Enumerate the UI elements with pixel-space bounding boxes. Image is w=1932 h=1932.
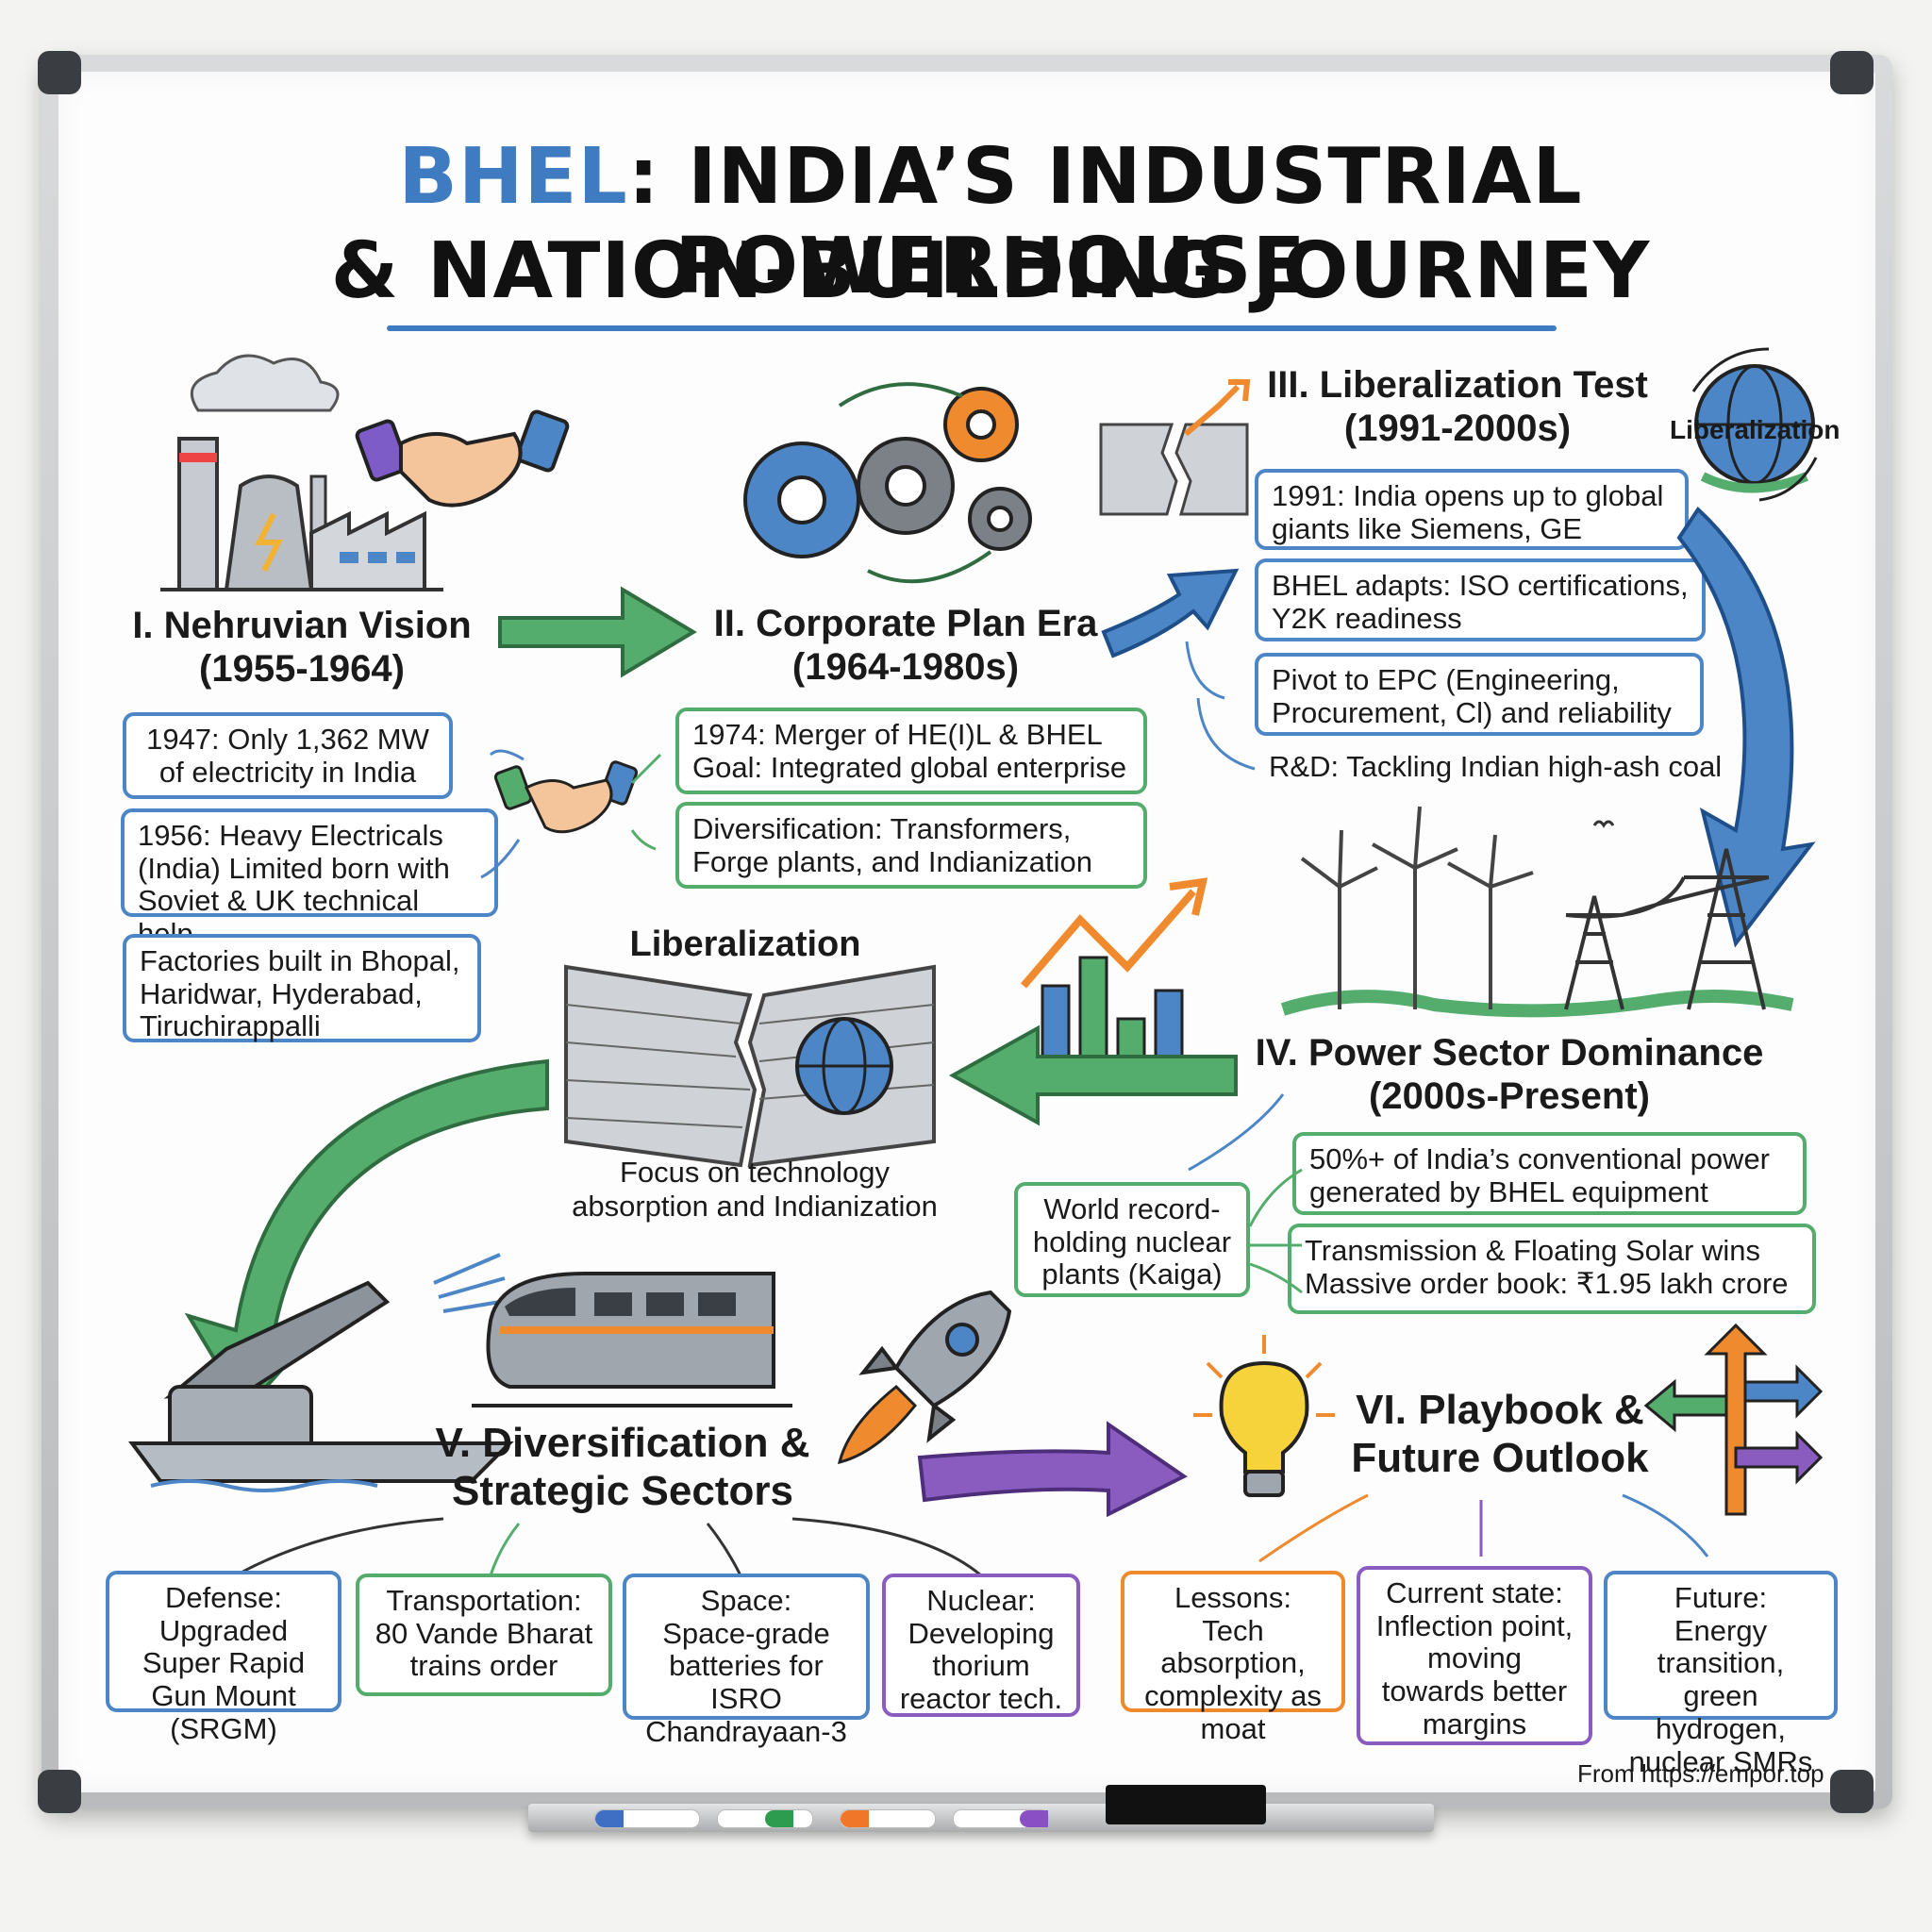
whiteboard-surface [58,72,1875,1792]
frame-corner-top-right [1830,51,1874,94]
growth-chart-icon [1020,877,1208,1063]
s5-nuclear-body: Developing thorium reactor tech. [899,1616,1063,1716]
section-1-heading: I. Nehruvian Vision (1955-1964) [113,604,491,691]
title-brand: BHEL [398,132,628,222]
section-6-subtitle: Future Outlook [1351,1434,1649,1481]
connector-arrows-s3 [1185,641,1256,771]
page-title-line2: & NATION-BUILDING JOURNEY [330,226,1651,316]
s3-box-1991: 1991: India opens up to global giants li… [1255,469,1689,550]
arrow-section5-to-section6 [917,1421,1188,1518]
s6-future-body: Energy transition, green hydrogen, nucle… [1628,1613,1813,1778]
section-2-title: II. Corporate Plan Era [713,603,1098,644]
s1-box-1956: 1956: Heavy Electricals (India) Limited … [121,808,498,950]
s5-transport-title: Transportation: [386,1584,582,1617]
s4-box-50-percent: 50%+ of India’s conventional power gener… [1292,1132,1807,1215]
orange-marker [840,1809,936,1828]
train-icon [472,1272,792,1407]
title-underline [387,325,1557,331]
s3-box-iso: BHEL adapts: ISO certifications, Y2K rea… [1255,558,1706,641]
s5-space-body: Space-grade batteries for ISRO Chandraya… [645,1616,847,1748]
s1-box-factories: Factories built in Bhopal, Haridwar, Hyd… [123,934,481,1042]
blue-marker [594,1809,700,1828]
page-title: BHEL: INDIA’S INDUSTRIAL POWERHOUSE [113,132,1868,311]
section-1-title: I. Nehruvian Vision [132,605,472,646]
s6-current-title: Current state: [1386,1576,1563,1609]
section-6-heading: VI. Playbook & Future Outlook [1340,1387,1660,1482]
section-2-heading: II. Corporate Plan Era (1964-1980s) [698,602,1113,689]
connector-arrows-s5 [235,1517,982,1577]
power-plant-icon [160,354,443,591]
broken-wall-globe-icon [564,964,936,1168]
direction-arrows-icon [1643,1323,1824,1516]
s6-box-current-state: Current state: Inflection point, moving … [1357,1566,1592,1745]
arrow-section2-to-section3 [1101,568,1240,658]
connector-arrows-s4 [1188,1093,1303,1294]
section-5-subtitle: Strategic Sectors [452,1467,793,1514]
section-6-title: VI. Playbook & [1356,1387,1644,1433]
s5-box-transportation: Transportation: 80 Vande Bharat trains o… [356,1574,612,1696]
s5-nuclear-title: Nuclear: [926,1584,1036,1617]
section-5-heading: V. Diversification & Strategic Sectors [406,1420,840,1515]
rocket-icon [837,1290,1012,1465]
naval-gun-icon [128,1253,514,1492]
green-marker [717,1809,813,1828]
s4-box-transmission: Transmission & Floating Solar wins Massi… [1288,1224,1816,1314]
s3-rnd-note: R&D: Tackling Indian high-ash coal [1269,750,1723,783]
arrow-section4-to-wall [948,1024,1238,1126]
s6-future-title: Future: [1674,1581,1768,1614]
wall-caption: Focus on technology absorption and India… [538,1156,972,1223]
section-4-title: IV. Power Sector Dominance [1255,1032,1764,1074]
frame-corner-top-left [38,51,81,94]
s3-box-epc: Pivot to EPC (Engineering, Procurement, … [1255,653,1704,736]
section-3-heading: III. Liberalization Test (1991-2000s) [1255,363,1660,450]
s4-box-nuclear-kaiga: World record-holding nuclear plants (Kai… [1014,1182,1250,1297]
small-handshake-icon [493,760,639,834]
section-4-heading: IV. Power Sector Dominance (2000s-Presen… [1236,1031,1783,1118]
broken-wall-small-icon [1099,379,1251,516]
board-eraser [1106,1785,1266,1824]
frame-corner-bottom-right [1830,1770,1874,1813]
s6-lessons-title: Lessons: [1174,1581,1292,1614]
source-footer: From https://empor.top [1577,1759,1824,1788]
arrow-section1-to-section2 [498,586,697,678]
wind-turbines-transmission-icon [1280,806,1794,1018]
connector-arrows-s6 [1258,1493,1709,1563]
section-1-years: (1955-1964) [199,648,405,690]
wall-caption-line1: Focus on technology [619,1156,891,1189]
wall-label: Liberalization [629,924,861,964]
section-5-title: V. Diversification & [435,1420,810,1466]
section-2-years: (1964-1980s) [791,646,1020,688]
purple-marker [953,1809,1049,1828]
wall-caption-line2: absorption and Indianization [572,1189,938,1223]
gears-icon [743,382,1032,584]
connector-arrows-s1-s2 [480,749,662,879]
s5-defense-title: Defense: [164,1581,283,1614]
s2-box-diversification: Diversification: Transformers, Forge pla… [675,802,1147,889]
s5-box-space: Space: Space-grade batteries for ISRO Ch… [623,1574,870,1748]
s2-box-merger: 1974: Merger of HE(I)L & BHEL Goal: Inte… [675,708,1147,794]
s5-space-title: Space: [700,1584,792,1617]
s5-defense-body: Upgraded Super Rapid Gun Mount (SRGM) [142,1613,306,1745]
s6-lessons-body: Tech absorption, complexity as moat [1144,1613,1322,1745]
s5-transport-body: 80 Vande Bharat trains order [375,1616,593,1683]
s6-box-future: Future: Energy transition, green hydroge… [1604,1571,1838,1777]
handshake-icon [355,409,570,508]
lightbulb-icon [1193,1335,1335,1497]
s6-box-lessons: Lessons: Tech absorption, complexity as … [1121,1571,1345,1745]
s6-current-body: Inflection point, moving towards better … [1375,1608,1574,1740]
s5-box-defense: Defense: Upgraded Super Rapid Gun Mount … [106,1571,341,1745]
title-line1: : INDIA’S INDUSTRIAL POWERHOUSE [627,132,1583,311]
section-3-years: (1991-2000s) [1343,408,1572,449]
section-4-years: (2000s-Present) [1369,1075,1650,1117]
globe-cycle-icon [1691,347,1818,502]
s1-box-1947: 1947: Only 1,362 MW of electricity in In… [123,712,453,799]
frame-corner-bottom-left [38,1770,81,1813]
arrow-section3-to-section4 [1676,506,1816,948]
section-3-title: III. Liberalization Test [1267,364,1648,406]
globe-label: Liberalization [1670,415,1840,444]
s5-box-nuclear: Nuclear: Developing thorium reactor tech… [882,1574,1080,1717]
